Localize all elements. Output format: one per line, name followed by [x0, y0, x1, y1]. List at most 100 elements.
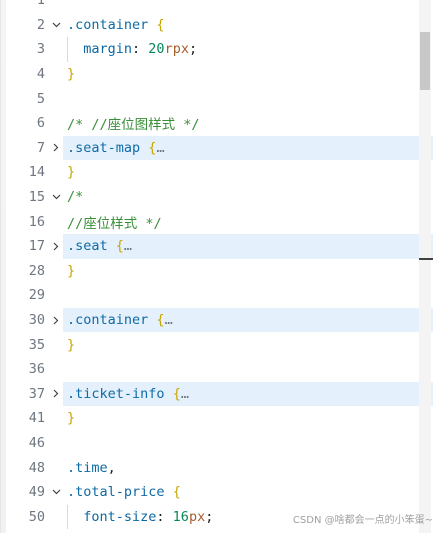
line-number: 41 [28, 410, 45, 427]
code-line[interactable]: 37 .ticket-info {… [1, 381, 433, 407]
code-token-unit: px [188, 508, 206, 525]
code-line[interactable]: 30 .container {… [1, 307, 433, 333]
code-text[interactable]: } [63, 406, 433, 431]
code-text[interactable]: /* //座位图样式 */ [63, 111, 433, 136]
code-line[interactable]: 17.seat {… [1, 234, 433, 259]
code-line[interactable]: 16//座位样式 */ [1, 209, 433, 234]
code-text[interactable]: } [63, 259, 433, 284]
code-token-punct: ; [205, 508, 214, 525]
line-number: 30 [28, 312, 45, 329]
code-token-brace: } [67, 164, 76, 181]
code-line[interactable]: 48 .time, [1, 455, 433, 480]
code-text[interactable] [63, 86, 433, 111]
chevron-right-icon[interactable] [49, 242, 63, 251]
code-line[interactable]: 6 /* //座位图样式 */ [1, 111, 433, 136]
code-line[interactable]: 2 .container { [1, 13, 433, 38]
code-line[interactable]: 5 [1, 86, 433, 111]
scrollbar-thumb[interactable] [420, 32, 430, 90]
code-line[interactable]: 41} [1, 406, 433, 431]
code-token-sel: .container [67, 16, 149, 33]
code-text[interactable]: .time, [63, 455, 433, 480]
code-line[interactable]: 29 [1, 283, 433, 308]
code-token-punct [148, 17, 156, 33]
code-line[interactable]: 7 .seat-map {… [1, 135, 433, 161]
code-line[interactable]: 49 .total-price { [1, 480, 433, 505]
line-number: 6 [36, 115, 45, 132]
line-number: 29 [28, 287, 45, 304]
line-number: 3 [36, 41, 45, 58]
code-token-punct [165, 386, 173, 402]
code-token-punct [140, 140, 148, 156]
code-text[interactable]: .total-price { [63, 480, 433, 505]
chevron-right-icon[interactable] [49, 143, 63, 152]
code-token-brace: } [67, 66, 76, 83]
code-token-brace: { [148, 139, 157, 156]
code-token-punct [108, 238, 116, 254]
code-line[interactable]: 4} [1, 62, 433, 87]
folded-code-text[interactable]: .container {… [63, 307, 433, 333]
folded-code-text[interactable]: .seat-map {… [63, 135, 433, 161]
line-number: 7 [36, 139, 45, 156]
code-line[interactable]: 36 [1, 357, 433, 382]
code-text[interactable]: } [63, 160, 433, 185]
code-text[interactable]: } [63, 332, 433, 357]
chevron-right-icon[interactable] [49, 389, 63, 398]
folded-code-text[interactable]: .ticket-info {… [63, 381, 433, 407]
vertical-scrollbar[interactable] [419, 0, 431, 533]
code-token-comment: /* //座位图样式 */ [67, 117, 200, 134]
chevron-down-icon[interactable] [49, 194, 63, 200]
chevron-right-icon[interactable] [49, 316, 63, 325]
indent-guide [67, 504, 68, 530]
line-number: 37 [28, 385, 45, 402]
code-line[interactable]: 15 /* [1, 185, 433, 210]
code-token-unit: rpx [164, 41, 189, 58]
folded-code-text[interactable]: .seat {… [63, 234, 433, 259]
indent-guide [67, 37, 68, 62]
code-token-ellipsis: … [164, 312, 173, 329]
line-number: 49 [28, 484, 45, 501]
code-text[interactable]: //座位样式 */ [63, 209, 433, 234]
code-text[interactable]: /* [63, 185, 433, 210]
code-text[interactable] [63, 431, 433, 456]
code-token-ellipsis: … [180, 385, 189, 402]
code-text[interactable]: .container { [63, 13, 433, 38]
code-token-punct: : [132, 41, 149, 58]
line-number: 5 [36, 90, 45, 107]
editor-left-edge [1, 0, 6, 533]
line-number: 14 [28, 164, 45, 181]
line-number: 1 [36, 0, 45, 9]
code-token-sel: .total-price [67, 484, 165, 501]
code-token-sel: .seat [67, 238, 108, 255]
code-token-sel: .seat-map [67, 139, 141, 156]
code-token-brace: { [156, 16, 165, 33]
code-token-brace: } [67, 410, 76, 427]
code-token-num: 20 [148, 41, 165, 58]
code-text[interactable] [63, 283, 433, 308]
chevron-down-icon[interactable] [49, 489, 63, 495]
line-number: 15 [28, 189, 45, 206]
code-token-brace: } [67, 262, 76, 279]
code-line[interactable]: 35} [1, 332, 433, 357]
code-token-punct [165, 484, 173, 500]
code-token-sel: .container [67, 312, 149, 329]
code-token-ellipsis: … [123, 238, 133, 255]
code-text[interactable] [63, 0, 433, 13]
code-text[interactable] [63, 357, 433, 382]
code-token-brace: } [67, 336, 76, 353]
code-text[interactable]: } [63, 62, 433, 87]
code-line[interactable]: 14} [1, 160, 433, 185]
code-token-comment: //座位样式 */ [67, 215, 162, 232]
chevron-down-icon[interactable] [49, 22, 63, 28]
line-number: 2 [36, 16, 45, 33]
code-line[interactable]: 28} [1, 259, 433, 284]
line-number: 48 [28, 459, 45, 476]
code-line[interactable]: 1 [1, 0, 433, 13]
code-line[interactable]: 46 [1, 431, 433, 456]
line-number: 4 [36, 66, 45, 83]
line-number: 50 [28, 508, 45, 525]
